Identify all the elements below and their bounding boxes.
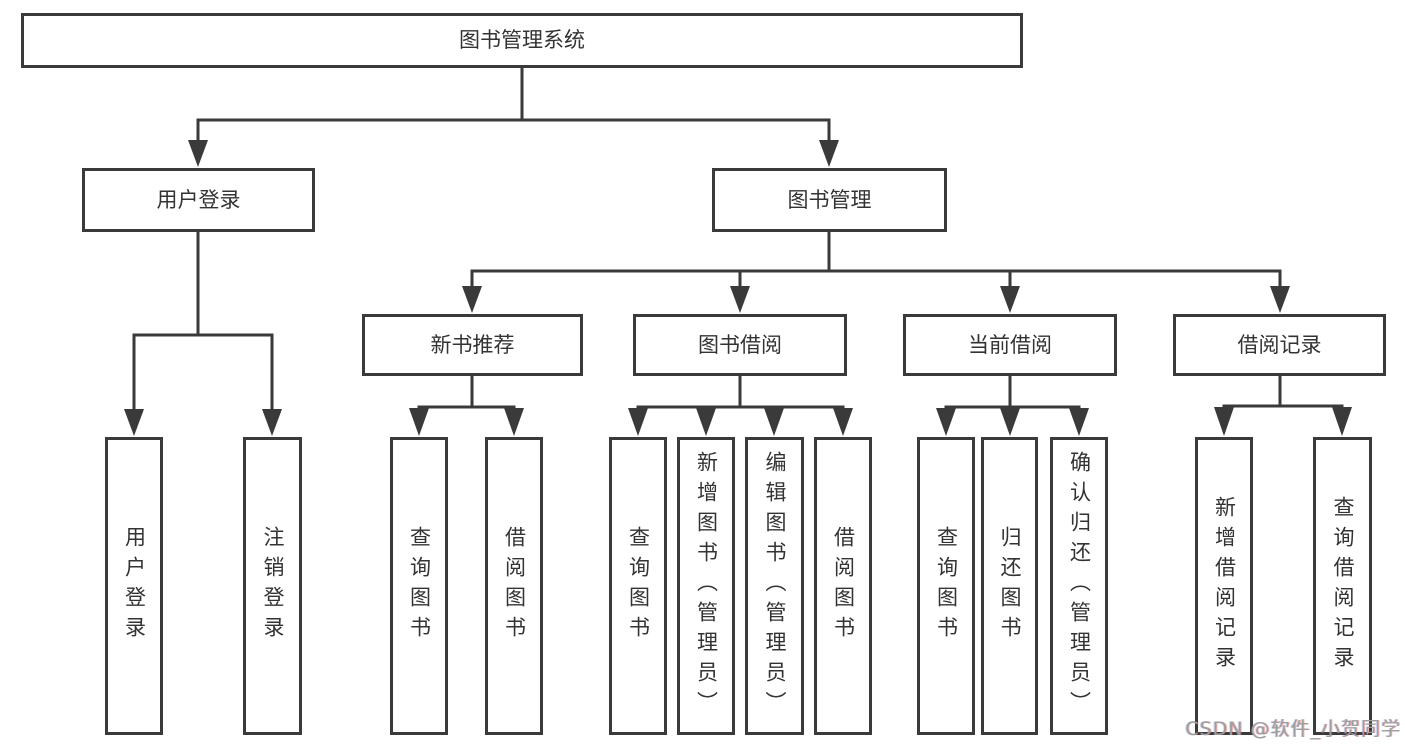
leaf-add-books-admin: 新增图书（管理员） bbox=[677, 437, 735, 735]
leaf-logout-label: 注销登录 bbox=[261, 526, 285, 646]
connector-user-login-to-leaves bbox=[124, 230, 282, 436]
leaf-query-books-recommend-label: 查询图书 bbox=[407, 526, 432, 646]
leaf-logout: 注销登录 bbox=[243, 437, 302, 735]
leaf-add-borrow-record: 新增借阅记录 bbox=[1195, 437, 1253, 735]
node-root-system: 图书管理系统 bbox=[21, 13, 1023, 68]
connector-book-borrow-to-leaves bbox=[628, 375, 853, 436]
leaf-confirm-return-admin-label: 确认归还（管理员） bbox=[1067, 451, 1092, 721]
node-current-borrow-label: 当前借阅 bbox=[968, 332, 1052, 357]
leaf-edit-books-admin: 编辑图书（管理员） bbox=[745, 437, 804, 735]
node-user-login-label: 用户登录 bbox=[156, 187, 241, 212]
leaf-user-login: 用户登录 bbox=[105, 437, 163, 735]
connector-borrow-records-to-leaves bbox=[1214, 375, 1352, 436]
node-book-management-label: 图书管理 bbox=[787, 187, 872, 212]
leaf-user-login-label: 用户登录 bbox=[122, 526, 147, 646]
node-book-borrow-label: 图书借阅 bbox=[698, 332, 782, 357]
connector-current-borrow-to-leaves bbox=[936, 375, 1089, 436]
leaf-query-books-recommend: 查询图书 bbox=[390, 437, 448, 735]
leaf-query-borrow-record-label: 查询借阅记录 bbox=[1331, 496, 1355, 676]
leaf-add-books-admin-label: 新增图书（管理员） bbox=[694, 451, 719, 721]
node-borrow-records: 借阅记录 bbox=[1173, 314, 1386, 376]
node-borrow-records-label: 借阅记录 bbox=[1237, 332, 1322, 357]
node-new-book-recommend-label: 新书推荐 bbox=[430, 332, 515, 357]
leaf-borrow-books: 借阅图书 bbox=[814, 437, 872, 735]
leaf-query-books-borrow-label: 查询图书 bbox=[626, 526, 651, 646]
connector-book-management-to-level3 bbox=[462, 230, 1290, 313]
leaf-borrow-books-label: 借阅图书 bbox=[831, 526, 856, 646]
csdn-watermark: CSDN @软件_小贺同学 bbox=[1185, 718, 1401, 740]
leaf-add-borrow-record-label: 新增借阅记录 bbox=[1212, 496, 1237, 676]
node-book-management: 图书管理 bbox=[712, 168, 947, 232]
leaf-borrow-books-recommend: 借阅图书 bbox=[485, 437, 543, 735]
leaf-confirm-return-admin: 确认归还（管理员） bbox=[1050, 437, 1108, 735]
node-root-system-label: 图书管理系统 bbox=[459, 28, 585, 52]
connector-new-book-recommend-to-leaves bbox=[409, 375, 524, 436]
leaf-return-books: 归还图书 bbox=[981, 437, 1038, 735]
node-current-borrow: 当前借阅 bbox=[903, 314, 1117, 376]
leaf-query-books-current-label: 查询图书 bbox=[934, 526, 959, 646]
leaf-borrow-books-recommend-label: 借阅图书 bbox=[502, 526, 527, 646]
leaf-return-books-label: 归还图书 bbox=[998, 526, 1022, 646]
node-new-book-recommend: 新书推荐 bbox=[362, 314, 583, 376]
connector-root-to-level2 bbox=[188, 66, 839, 167]
node-book-borrow: 图书借阅 bbox=[633, 314, 847, 376]
leaf-query-books-borrow: 查询图书 bbox=[609, 437, 667, 735]
leaf-edit-books-admin-label: 编辑图书（管理员） bbox=[763, 451, 787, 721]
leaf-query-borrow-record: 查询借阅记录 bbox=[1313, 437, 1372, 735]
leaf-query-books-current: 查询图书 bbox=[917, 437, 975, 735]
node-user-login: 用户登录 bbox=[82, 168, 315, 232]
